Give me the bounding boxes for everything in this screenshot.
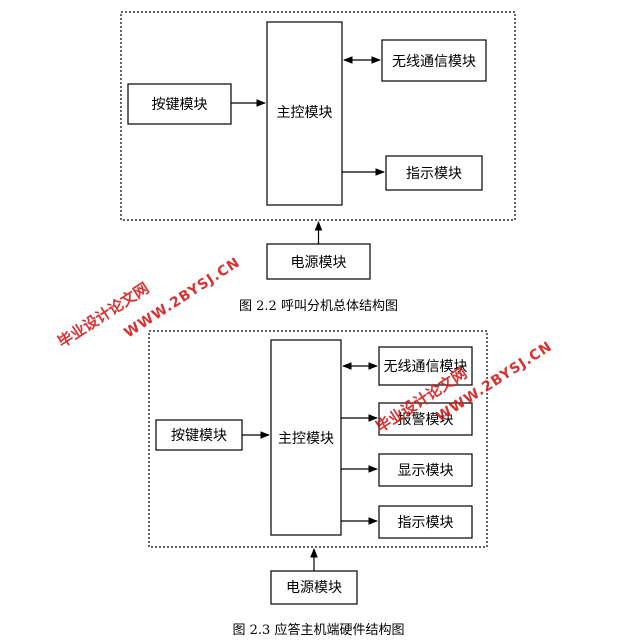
block-key: 按键模块	[155, 419, 243, 451]
svg-text:主控模块: 主控模块	[278, 431, 334, 447]
block-indicator: 指示模块	[385, 155, 483, 191]
block-key: 按键模块	[127, 83, 232, 125]
svg-text:报警模块: 报警模块	[398, 412, 454, 428]
svg-text:无线通信模块: 无线通信模块	[392, 54, 476, 70]
svg-text:电源模块: 电源模块	[286, 580, 342, 596]
block-wireless: 无线通信模块	[378, 346, 473, 386]
caption-fig-2-3: 图 2.3 应答主机端硬件结构图	[233, 622, 405, 638]
svg-text:指示模块: 指示模块	[398, 515, 454, 531]
dashed-frame	[148, 330, 488, 548]
block-main-control: 主控模块	[270, 339, 342, 536]
dashed-frame	[120, 11, 516, 221]
block-indicator: 指示模块	[378, 505, 473, 539]
block-power: 电源模块	[270, 570, 358, 605]
svg-text:按键模块: 按键模块	[171, 428, 227, 444]
svg-text:按键模块: 按键模块	[152, 97, 208, 113]
diagram-call-extension: 主控模块 按键模块 无线通信模块 指示模块 电源模块 图 2.2 呼叫分机总体结…	[120, 11, 516, 314]
diagram-answer-host: 主控模块 按键模块 无线通信模块 报警模块 显示模块 指示模块 电源模块	[148, 330, 488, 638]
block-wireless: 无线通信模块	[381, 39, 487, 82]
svg-text:指示模块: 指示模块	[406, 166, 462, 182]
svg-text:显示模块: 显示模块	[398, 463, 454, 479]
svg-text:无线通信模块: 无线通信模块	[384, 359, 468, 375]
caption-fig-2-2: 图 2.2 呼叫分机总体结构图	[239, 299, 398, 314]
block-alarm: 报警模块	[378, 402, 473, 436]
watermark-brand: 毕业设计论文网	[54, 279, 152, 351]
svg-text:电源模块: 电源模块	[291, 255, 347, 271]
block-main-control: 主控模块	[266, 21, 343, 206]
svg-text:主控模块: 主控模块	[277, 105, 333, 121]
block-display: 显示模块	[378, 453, 473, 487]
block-power: 电源模块	[266, 243, 371, 280]
